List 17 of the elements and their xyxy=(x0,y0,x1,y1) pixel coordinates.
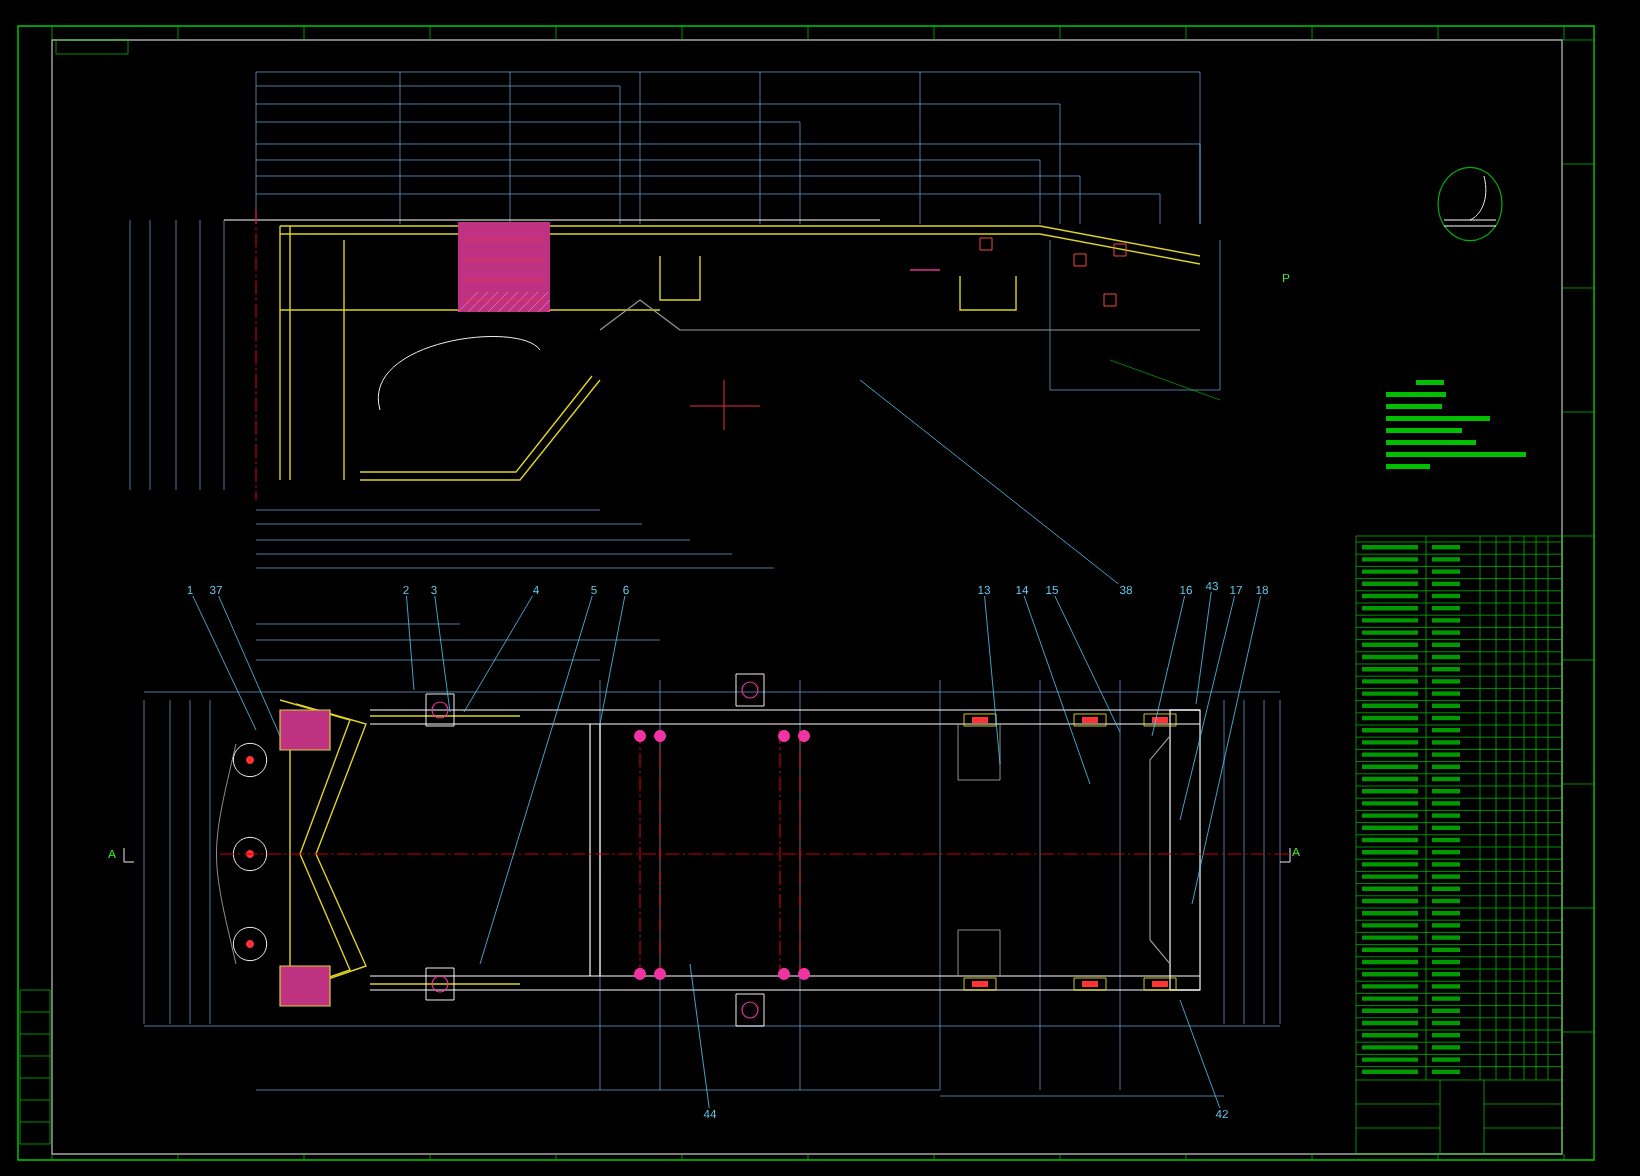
leader-line xyxy=(599,595,626,725)
leader-line xyxy=(192,595,257,731)
leader-line xyxy=(1054,595,1121,733)
leader-line xyxy=(479,595,593,965)
leader-line xyxy=(859,379,1119,585)
leader-line xyxy=(1151,595,1186,737)
leader-line xyxy=(463,595,533,713)
leader-line xyxy=(434,595,451,713)
leader-line xyxy=(406,595,415,691)
leader-line xyxy=(218,595,281,737)
leader-line xyxy=(984,595,1001,765)
leader-line xyxy=(1179,999,1221,1109)
leader-line xyxy=(689,963,710,1109)
leader-line xyxy=(1023,595,1091,785)
leader-line xyxy=(1179,595,1235,821)
leader-line xyxy=(1195,591,1212,705)
leader-line xyxy=(1191,595,1262,905)
